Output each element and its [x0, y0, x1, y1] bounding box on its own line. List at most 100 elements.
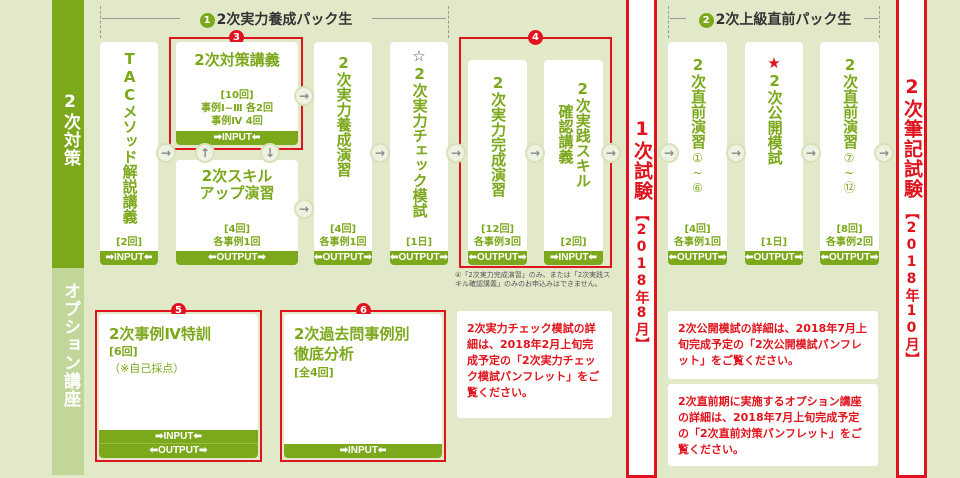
section-label-main: 2次対策 — [52, 0, 84, 268]
course-title: 2次直前演習 — [841, 56, 860, 149]
note-chokuzen-option: 2次直前期に実施するオプション講座の詳細は、2018年7月上旬完成予定の「2次直… — [668, 384, 878, 466]
course-count: [6回] — [109, 345, 138, 359]
divider — [100, 6, 101, 38]
course-count: [全4回] — [294, 365, 334, 379]
exam-title: 1次試験 — [631, 118, 653, 201]
course-count: [4回] — [684, 224, 711, 235]
exam-date: 【2018年8月】 — [633, 207, 650, 352]
arrow-right-icon: → — [601, 143, 621, 163]
range-arrow-line — [670, 18, 686, 19]
course-count: [1日] — [405, 237, 433, 248]
course-card-koukai-moshi[interactable]: ★ 2次公開模試 [1日] ⬅OUTPUT➡ — [745, 42, 803, 265]
input-tag: ➡INPUT⬅ — [100, 251, 158, 265]
course-detail: 各事例1回 — [213, 237, 261, 248]
output-tag: ⬅OUTPUT➡ — [314, 251, 372, 265]
arrow-right-icon: → — [874, 143, 894, 163]
exam-1ji: 1次試験 【2018年8月】 — [626, 0, 657, 478]
section-label-text: オプション講座 — [60, 282, 80, 408]
course-title: 2次直前演習 — [689, 56, 708, 149]
course-count: [10回] — [220, 90, 254, 101]
course-title: 2次実力完成演習 — [489, 74, 508, 197]
course-range: ⑦~⑫ — [842, 151, 856, 194]
range-arrow-line — [864, 18, 878, 19]
course-title: 2次実力養成演習 — [334, 54, 353, 177]
input-tag: ➡INPUT⬅ — [176, 131, 298, 145]
group-number-badge: 3 — [229, 30, 244, 45]
course-detail: 各事例2回 — [826, 237, 873, 248]
section-label-option: オプション講座 — [52, 268, 84, 475]
group-4-footnote: ④「2次実力完成演習」のみ、または「2次実践スキル確認講義」のみのお申込みはでき… — [455, 271, 611, 289]
course-detail: 各事例1回 — [674, 237, 721, 248]
course-title: 2次実力チェック模試 — [410, 65, 429, 218]
course-title: アップ演習 — [199, 184, 275, 203]
divider — [879, 6, 880, 38]
exam-2ji: 2次筆記試験 【2018年10月】 — [896, 0, 927, 478]
section-label-text: 2次対策 — [60, 92, 80, 167]
arrow-right-icon: → — [525, 143, 545, 163]
course-range: ①~⑥ — [690, 151, 705, 196]
arrow-right-icon: → — [659, 143, 679, 163]
note-check-moshi: 2次実力チェック模試の詳細は、2018年2月上旬完成予定の「2次実力チェック模試… — [457, 311, 612, 418]
course-title: 確認講義 — [556, 104, 575, 164]
arrow-right-icon: → — [370, 143, 390, 163]
course-count: [8回] — [836, 224, 863, 235]
arrow-right-icon: → — [801, 143, 821, 163]
exam-title: 2次筆記試験 — [901, 76, 923, 199]
course-card-jitsuryoku-kansei[interactable]: 2次実力完成演習 [12回]各事例3回 ⬅OUTPUT➡ — [468, 60, 527, 265]
course-count: [12回] — [480, 224, 515, 235]
arrow-up-icon: ↑ — [195, 143, 215, 163]
course-title: 2次実践スキル — [573, 80, 592, 188]
course-title: 2次事例Ⅳ特訓 — [109, 325, 211, 343]
option-card-jirei4[interactable]: 2次事例Ⅳ特訓 [6回] （※自己採点） ➡INPUT⬅ ⬅OUTPUT➡ — [99, 314, 258, 458]
course-card-jitsuryoku-yousei[interactable]: 2次実力養成演習 [4回] 各事例1回 ⬅OUTPUT➡ — [314, 42, 372, 265]
course-title: TACメソッド解説講義 — [120, 50, 139, 224]
course-card-skill-up[interactable]: 2次スキルアップ演習 [4回] 各事例1回 ⬅OUTPUT➡ — [176, 160, 298, 265]
output-tag: ⬅OUTPUT➡ — [820, 251, 879, 265]
input-tag: ➡INPUT⬅ — [99, 430, 258, 444]
arrow-right-icon: → — [726, 143, 746, 163]
course-count: [4回] — [329, 224, 357, 235]
course-note: （※自己採点） — [109, 361, 185, 375]
divider — [668, 6, 669, 38]
arrow-right-icon: → — [294, 86, 314, 106]
output-tag: ⬅OUTPUT➡ — [176, 251, 298, 265]
pack2-label: 2次上級直前パック生 — [715, 12, 852, 28]
course-card-tac-method[interactable]: TACメソッド解説講義 [2回] ➡INPUT⬅ — [100, 42, 158, 265]
group-number-badge: 4 — [528, 30, 543, 45]
range-arrow-line — [102, 18, 180, 19]
note-koukai-moshi: 2次公開模試の詳細は、2018年7月上旬完成予定の「2次公開模試パンフレット」を… — [668, 311, 878, 379]
arrow-down-icon: ↓ — [260, 143, 280, 163]
course-title: 2次対策講義 — [194, 51, 280, 69]
course-count: [2回] — [115, 237, 143, 248]
course-title: 2次公開模試 — [765, 72, 784, 165]
course-detail: 各事例1回 — [319, 237, 367, 248]
course-card-jissen-skill[interactable]: 2次実践スキル確認講義 [2回] ➡INPUT⬅ — [544, 60, 603, 265]
range-arrow-line — [372, 18, 446, 19]
course-count: [1日] — [760, 237, 788, 248]
output-tag: ⬅OUTPUT➡ — [99, 444, 258, 458]
course-count: [4回] — [223, 224, 251, 235]
course-title: 2次過去問事例別徹底分析 — [294, 325, 410, 364]
pack1-label: 2次実力養成パック生 — [216, 12, 353, 28]
course-card-2ji-taisaku-kougi[interactable]: 2次対策講義 [10回] 事例Ⅰ~Ⅲ 各2回事例Ⅳ 4回 ➡INPUT⬅ — [176, 42, 298, 145]
course-count: [2回] — [560, 237, 587, 248]
arrow-right-icon: → — [156, 143, 176, 163]
exam-date: 【2018年10月】 — [903, 205, 920, 367]
course-card-chokuzen-7-12[interactable]: 2次直前演習 ⑦~⑫ [8回] 各事例2回 ⬅OUTPUT➡ — [820, 42, 879, 265]
option-card-kakomon[interactable]: 2次過去問事例別徹底分析 [全4回] ➡INPUT⬅ — [284, 314, 442, 458]
output-tag: ⬅OUTPUT➡ — [668, 251, 727, 265]
course-detail: 事例Ⅳ 4回 — [211, 116, 263, 127]
output-tag: ⬅OUTPUT➡ — [745, 251, 803, 265]
course-detail: 事例Ⅰ~Ⅲ 各2回 — [201, 103, 273, 114]
star-outline-icon: ☆ — [412, 47, 426, 65]
course-card-check-moshi[interactable]: ☆ 2次実力チェック模試 [1日] ⬅OUTPUT➡ — [390, 42, 448, 265]
course-title: 2次スキル — [201, 167, 273, 185]
course-card-chokuzen-1-6[interactable]: 2次直前演習 ①~⑥ [4回] 各事例1回 ⬅OUTPUT➡ — [668, 42, 727, 265]
output-tag: ⬅OUTPUT➡ — [468, 251, 527, 265]
output-tag: ⬅OUTPUT➡ — [390, 251, 448, 265]
star-filled-icon: ★ — [767, 54, 781, 72]
pack-number-badge: 2 — [698, 13, 714, 28]
input-tag: ➡INPUT⬅ — [284, 444, 442, 458]
divider — [448, 6, 449, 38]
